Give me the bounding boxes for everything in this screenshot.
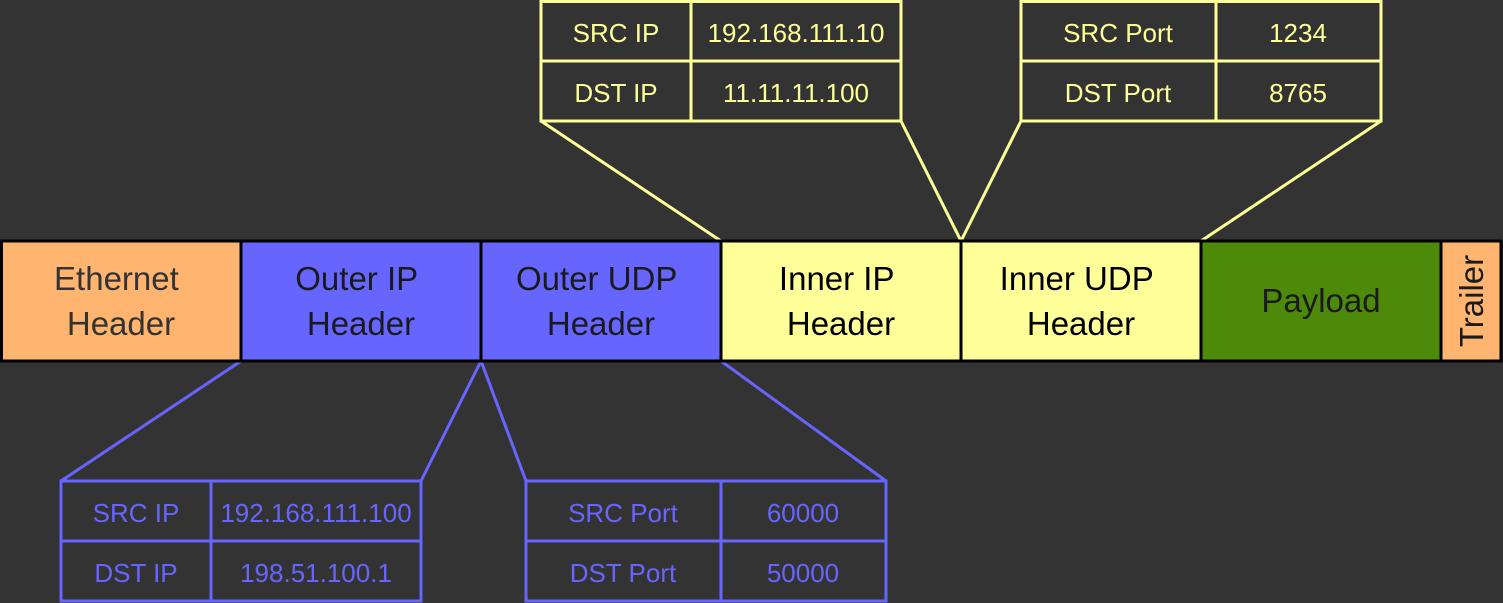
trailer-label: Trailer	[1453, 255, 1490, 347]
inner-udp-connector-right	[1200, 119, 1382, 243]
outer-udp-src-label: SRC Port	[568, 498, 679, 528]
outer-udp-src-value: 60000	[767, 498, 839, 528]
inner-ip-src-value: 192.168.111.10	[708, 18, 885, 48]
outer-udp-connector-right	[720, 359, 887, 483]
ethernet-header-label: Ethernet Header	[54, 260, 188, 342]
outer-connectors	[60, 359, 887, 483]
outer-udp-dst-value: 50000	[767, 558, 839, 588]
inner-udp-src-value: 1234	[1269, 18, 1327, 48]
outer-ip-dst-value: 198.51.100.1	[240, 558, 392, 588]
outer-ip-src-label: SRC IP	[93, 498, 180, 528]
packet-labels: Ethernet Header Outer IP Header Outer UD…	[54, 255, 1490, 347]
payload-label: Payload	[1261, 282, 1380, 319]
inner-udp-header-segment	[959, 239, 1203, 363]
outer-ip-connector-right	[419, 360, 483, 482]
inner-ip-header-label: Inner IP Header	[779, 260, 903, 342]
inner-udp-src-label: SRC Port	[1063, 18, 1174, 48]
inner-ip-table: SRC IP 192.168.111.10 DST IP 11.11.11.10…	[539, 0, 903, 123]
outer-ip-dst-label: DST IP	[94, 558, 177, 588]
inner-ip-src-label: SRC IP	[573, 18, 660, 48]
ethernet-header-segment	[0, 239, 243, 363]
inner-udp-table: SRC Port 1234 DST Port 8765	[1019, 0, 1383, 123]
outer-udp-dst-label: DST Port	[570, 558, 677, 588]
inner-udp-header-label: Inner UDP Header	[1000, 260, 1163, 342]
inner-connectors	[540, 119, 1382, 243]
inner-ip-dst-value: 11.11.11.100	[723, 78, 869, 108]
inner-ip-connector-left	[540, 119, 722, 243]
packet-bar	[0, 239, 1503, 363]
inner-ip-header-segment	[719, 239, 963, 363]
inner-udp-dst-value: 8765	[1269, 78, 1327, 108]
outer-udp-header-segment	[479, 239, 723, 363]
inner-udp-dst-label: DST Port	[1065, 78, 1172, 108]
outer-ip-src-value: 192.168.111.100	[220, 498, 411, 528]
outer-ip-header-label: Outer IP Header	[295, 260, 426, 342]
outer-ip-connector-left	[60, 359, 242, 483]
outer-udp-table: SRC Port 60000 DST Port 50000	[524, 479, 888, 603]
trailer-segment	[1439, 239, 1503, 363]
outer-udp-header-label: Outer UDP Header	[516, 260, 686, 342]
inner-udp-connector-left	[959, 120, 1023, 242]
outer-udp-connector-left	[479, 360, 528, 482]
inner-ip-dst-label: DST IP	[574, 78, 657, 108]
inner-ip-connector-right	[899, 120, 963, 242]
payload-segment	[1199, 239, 1443, 363]
outer-ip-header-segment	[239, 239, 483, 363]
outer-ip-table: SRC IP 192.168.111.100 DST IP 198.51.100…	[59, 479, 423, 603]
